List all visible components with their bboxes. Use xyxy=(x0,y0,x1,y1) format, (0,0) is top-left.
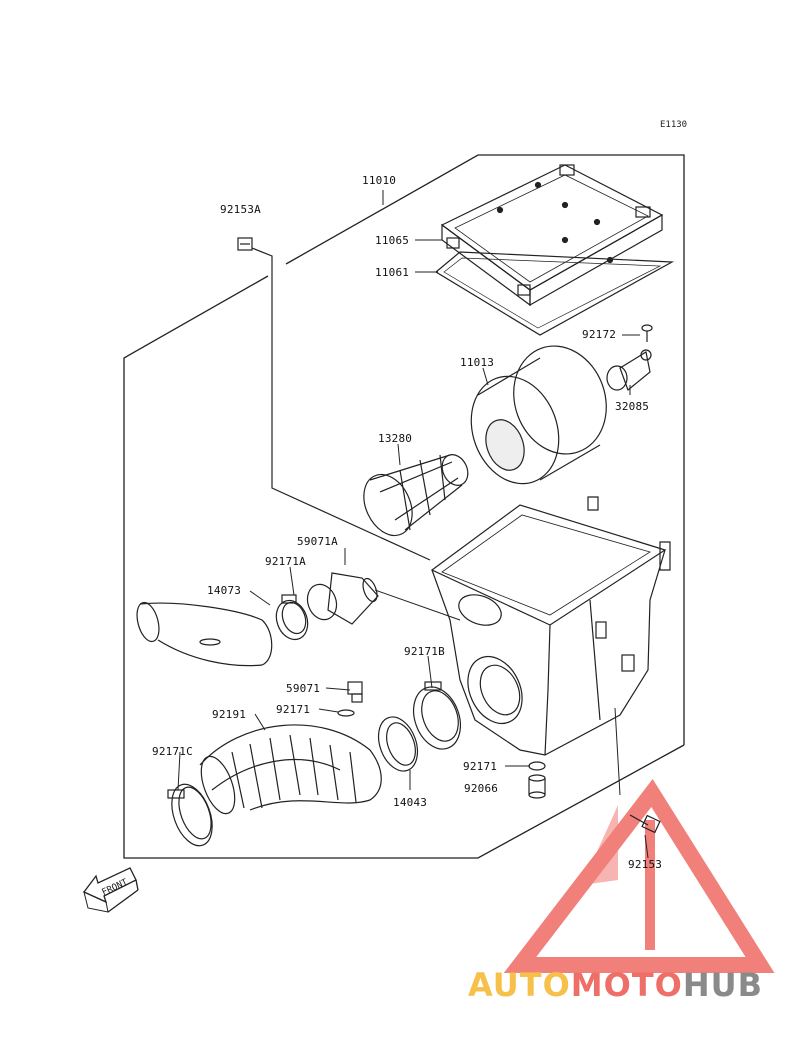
watermark-hub: HUB xyxy=(682,966,764,1004)
label-59071: 59071 xyxy=(286,682,321,695)
clamp-92171c xyxy=(167,783,213,847)
label-14073: 14073 xyxy=(207,584,242,597)
clip-59071-icon xyxy=(347,681,363,703)
plug-92066-icon xyxy=(528,774,546,799)
air-filter-element xyxy=(470,345,607,485)
bolt-92153a-icon xyxy=(237,237,253,251)
cover-gasket xyxy=(434,251,675,336)
inlet-tube-14073 xyxy=(136,601,273,667)
label-11065: 11065 xyxy=(375,234,410,247)
label-92171a: 92171A xyxy=(265,555,306,568)
label-92172: 92172 xyxy=(582,328,617,341)
watermark-text: AUTOMOTOHUB xyxy=(468,966,763,1004)
bolt-92153-icon xyxy=(629,814,661,834)
assembly-frame xyxy=(123,154,685,859)
screw-92172-icon xyxy=(641,324,653,342)
diagram-code: E1130 xyxy=(660,120,688,130)
label-11061: 11061 xyxy=(375,266,410,279)
front-arrow-icon xyxy=(82,867,139,913)
label-92066: 92066 xyxy=(464,782,499,795)
label-92153a: 92153A xyxy=(220,203,261,216)
label-13280: 13280 xyxy=(378,432,413,445)
label-32085: 32085 xyxy=(615,400,650,413)
leader-lines xyxy=(177,190,649,859)
leader-92153a xyxy=(251,247,431,561)
air-duct-59071a xyxy=(306,572,379,625)
filter-cage xyxy=(363,454,469,537)
clip-32085-icon xyxy=(606,349,652,392)
label-92191: 92191 xyxy=(212,708,247,721)
label-92171: 92171 xyxy=(276,703,311,716)
watermark-logo-icon xyxy=(503,779,775,973)
watermark-moto: MOTO xyxy=(570,966,683,1004)
label-11013: 11013 xyxy=(460,356,495,369)
air-filter-cover xyxy=(440,164,664,307)
clamp-92171a xyxy=(275,594,309,641)
label-11010: 11010 xyxy=(362,174,397,187)
ring-14043 xyxy=(377,716,419,772)
clip-92171-lower-icon xyxy=(528,761,546,771)
clamp-92171b xyxy=(413,681,461,750)
main-hose-92191 xyxy=(199,724,382,815)
label-92171-lower: 92171 xyxy=(463,760,498,773)
label-14043: 14043 xyxy=(393,796,428,809)
air-box-case xyxy=(430,496,671,756)
clip-92171-icon xyxy=(337,709,355,717)
label-59071a: 59071A xyxy=(297,535,338,548)
label-92171b: 92171B xyxy=(404,645,445,658)
front-label: FRONT xyxy=(101,877,130,898)
label-92153: 92153 xyxy=(628,858,663,871)
watermark-auto: AUTO xyxy=(468,966,571,1004)
label-92171c: 92171C xyxy=(152,745,193,758)
